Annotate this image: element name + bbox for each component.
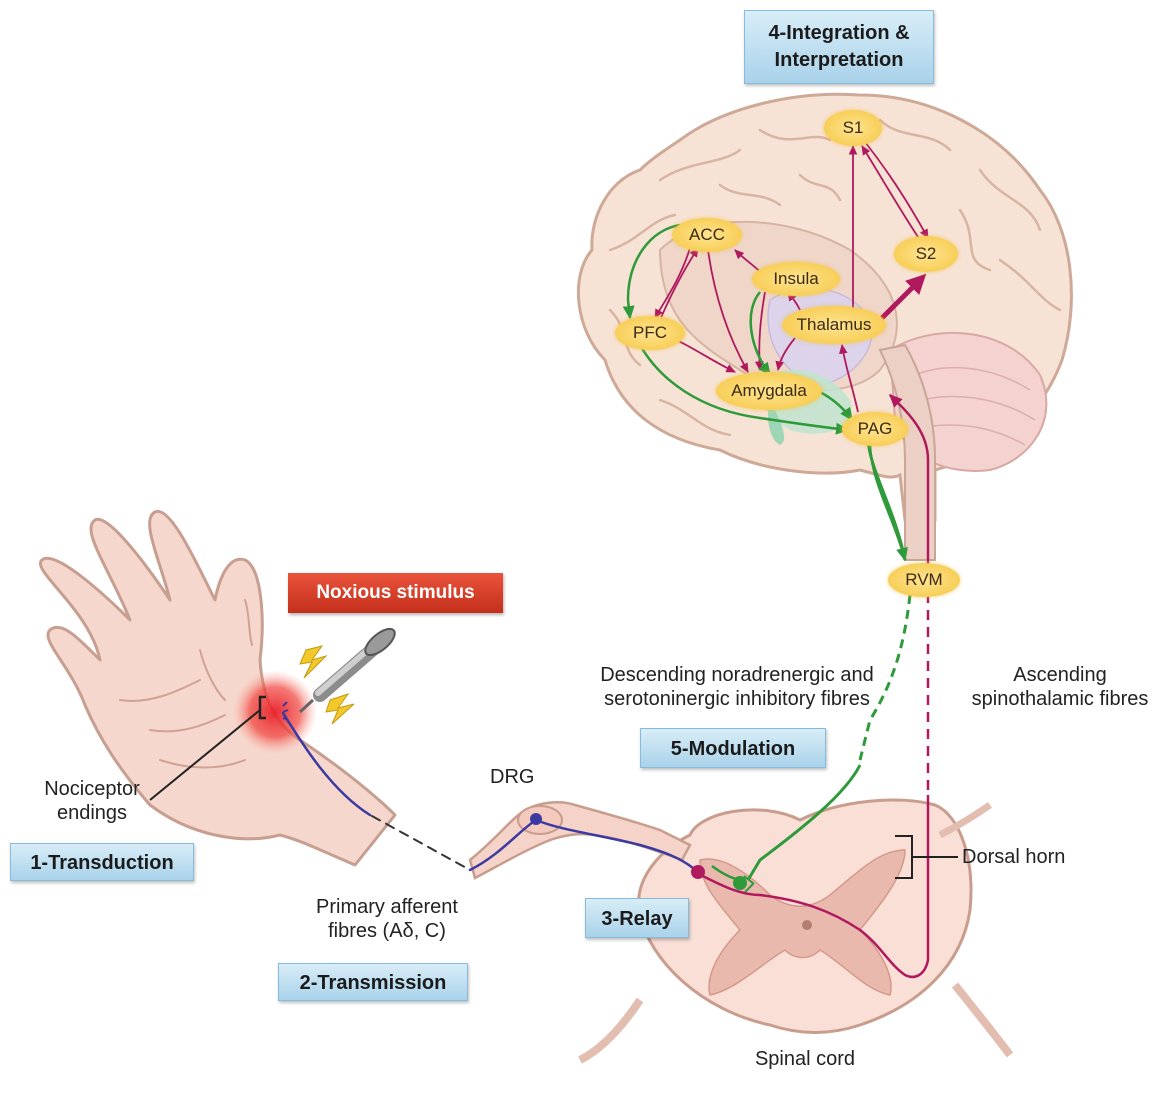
stage-modulation-box: 5-Modulation xyxy=(640,728,826,768)
drg-text: DRG xyxy=(490,766,535,788)
region-s2: S2 xyxy=(894,236,958,272)
brain-modulation-connections xyxy=(622,223,908,562)
stage-integration-box: 4-Integration & Interpretation xyxy=(744,10,934,84)
region-s1: S1 xyxy=(824,110,882,146)
pushpin-icon xyxy=(298,627,396,714)
region-thalamus: Thalamus xyxy=(782,306,886,344)
region-acc: ACC xyxy=(672,218,742,252)
region-pfc: PFC xyxy=(615,316,685,350)
region-insula-label: Insula xyxy=(773,269,819,288)
noxious-stimulus-label: Noxious stimulus xyxy=(316,582,475,603)
stage-transmission-box: 2-Transmission xyxy=(278,963,468,1001)
spinal-cord-text: Spinal cord xyxy=(754,1048,856,1070)
region-amygdala-label: Amygdala xyxy=(731,381,807,400)
nociceptor-line2: endings xyxy=(56,802,128,825)
region-rvm: RVM xyxy=(888,563,960,597)
relay-neuron xyxy=(691,865,705,879)
primary-afferent-label: Primary afferent fibres (Aδ, C) xyxy=(292,895,482,944)
region-pag-label: PAG xyxy=(857,419,893,438)
spinal-cord-label: Spinal cord xyxy=(740,1047,870,1071)
descending-fibres-label: Descending noradrenergic and serotoniner… xyxy=(572,663,902,712)
nociceptor-line1: Nociceptor xyxy=(44,778,140,800)
nociceptor-leader xyxy=(149,709,261,801)
interneuron xyxy=(733,876,747,890)
stage-relay-label: 3-Relay xyxy=(601,908,673,930)
nociceptor-bracket xyxy=(258,695,266,720)
primary-afferent-line2: fibres (Aδ, C) xyxy=(328,920,446,943)
nociceptor-endings-label: Nociceptor endings xyxy=(22,777,162,826)
descending-line2: serotoninergic inhibitory fibres xyxy=(604,688,870,711)
stage-transduction-label: 1-Transduction xyxy=(30,852,174,874)
stage-integration-line1: 4-Integration & xyxy=(768,22,910,44)
lightning-icon xyxy=(299,645,355,725)
region-amygdala: Amygdala xyxy=(716,372,822,410)
region-insula: Insula xyxy=(752,262,840,296)
region-s2-label: S2 xyxy=(915,244,937,263)
ascending-fibres-label: Ascending spinothalamic fibres xyxy=(955,663,1165,712)
region-rvm-label: RVM xyxy=(905,570,943,589)
drg-label: DRG xyxy=(490,765,560,789)
noxious-stimulus-box: Noxious stimulus xyxy=(288,573,503,613)
ascending-line2: spinothalamic fibres xyxy=(971,688,1149,711)
stage-relay-box: 3-Relay xyxy=(585,898,689,938)
dorsal-horn-text: Dorsal horn xyxy=(962,846,1066,868)
dorsal-horn-label: Dorsal horn xyxy=(962,845,1102,869)
ascending-pathway xyxy=(696,393,930,979)
stage-modulation-label: 5-Modulation xyxy=(670,738,796,760)
region-pfc-label: PFC xyxy=(633,323,667,342)
primary-afferent-line1: Primary afferent xyxy=(316,896,458,918)
ascending-line1: Ascending xyxy=(1013,664,1107,686)
stage-transduction-box: 1-Transduction xyxy=(10,843,194,881)
region-acc-label: ACC xyxy=(689,225,725,244)
region-s1-label: S1 xyxy=(842,118,864,137)
drg-cell-body xyxy=(530,813,542,825)
stage-transmission-label: 2-Transmission xyxy=(299,972,447,994)
region-pag: PAG xyxy=(842,412,908,446)
descending-line1: Descending noradrenergic and xyxy=(600,664,874,686)
primary-afferent-fibre xyxy=(281,711,695,872)
region-thalamus-label: Thalamus xyxy=(796,315,872,334)
stage-integration-line2: Interpretation xyxy=(774,49,904,71)
